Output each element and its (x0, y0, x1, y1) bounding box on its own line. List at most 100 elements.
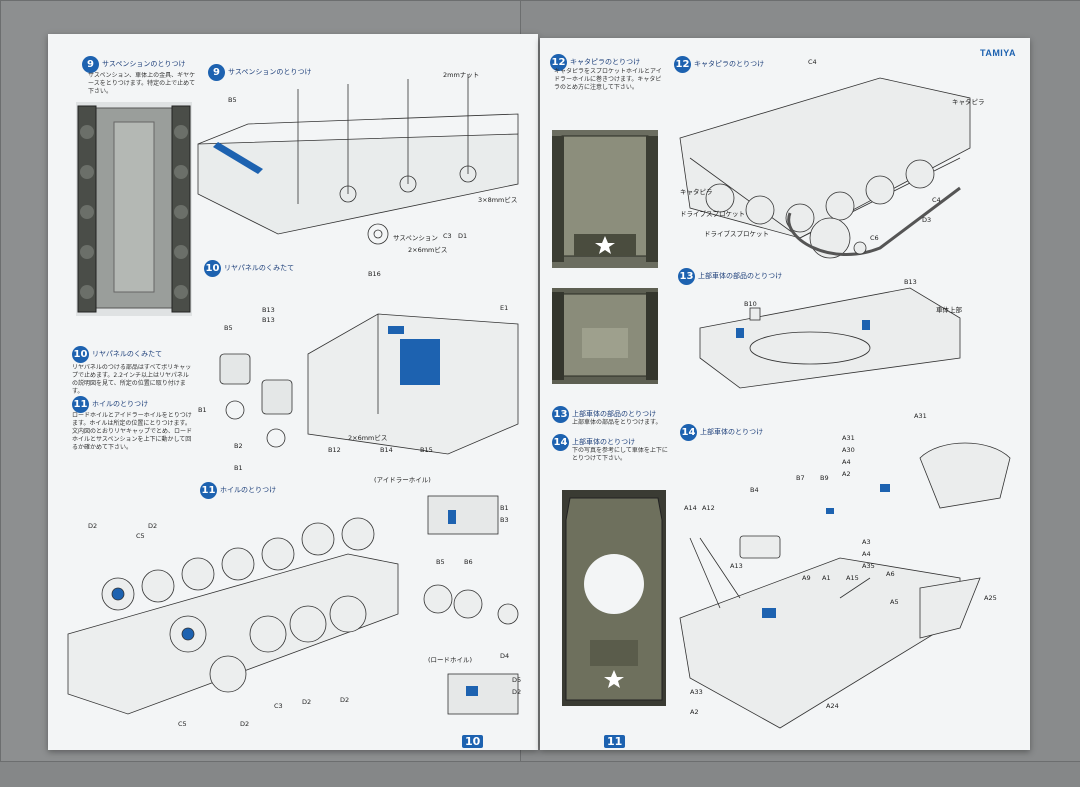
step-title: キャタピラのとりつけ (694, 60, 765, 68)
step-number-badge: 11 (72, 396, 89, 413)
part-label: A13 (730, 562, 743, 570)
part-label: B12 (328, 446, 341, 454)
manual-page-left: 9 サスペンションのとりつけ サスペンション、車体上の金具、ギヤケースをとりつけ… (48, 34, 538, 750)
part-label: B3 (500, 516, 509, 524)
tank-photo-hull-drawing (552, 288, 658, 384)
brand-logo-text: TAMIYA (979, 48, 1016, 58)
highlight-part (466, 686, 478, 696)
part-label: C5 (136, 532, 145, 540)
part-label: 2×6mmビス (348, 434, 388, 442)
part-label: A35 (862, 562, 875, 570)
part-label: A31 (914, 412, 927, 420)
step-number-badge: 11 (200, 482, 217, 499)
part-label: A30 (842, 446, 855, 454)
part-label: A33 (690, 688, 703, 696)
part-label: 2mmナット (443, 71, 480, 79)
step-instructions: 下の写真を参考にして車体を上下にとりつけて下さい。 (572, 447, 668, 462)
turret-ring (584, 554, 644, 614)
step-instructions: サスペンション、車体上の金具、ギヤケースをとりつけます。特定の上で止めて下さい。 (88, 72, 196, 95)
step-title: 上部車体のとりつけ (572, 438, 636, 446)
step-number-badge: 9 (208, 64, 225, 81)
step-number-badge: 10 (72, 346, 89, 363)
step-title: リヤパネルのくみたて (92, 350, 163, 358)
part-label: D2 (512, 688, 522, 696)
step-title: リヤパネルのくみたて (224, 264, 295, 272)
part-label: D2 (302, 698, 312, 706)
step-number-badge: 13 (678, 268, 695, 285)
part-label: C3 (274, 702, 283, 710)
step-instructions: ロードホイルとアイドラーホイルをとりつけます。ホイルは所定の位置にとりつけます。… (72, 412, 192, 451)
hull-plate (113, 121, 155, 293)
part-label: A1 (822, 574, 831, 582)
step-number-badge: 14 (680, 424, 697, 441)
step-number-badge: 13 (552, 406, 569, 423)
page-number: 11 (604, 735, 626, 748)
step-number-badge: 9 (82, 56, 99, 73)
step-title: ホイルのとりつけ (92, 400, 149, 408)
tank-photo-hull (552, 288, 658, 384)
part-label: B6 (464, 558, 473, 566)
star-emblem (595, 236, 615, 254)
part-label: D3 (922, 216, 932, 224)
highlight-part (826, 508, 834, 514)
part-label: (アイドラーホイル) (374, 476, 431, 484)
part-label: B13 (904, 278, 917, 286)
part-label: A2 (842, 470, 851, 478)
part-label: B2 (234, 442, 243, 450)
step-title: 上部車体のとりつけ (700, 428, 764, 436)
part-label: D2 (240, 720, 250, 728)
part-label: B5 (224, 324, 233, 332)
part-label: A31 (842, 434, 855, 442)
part-label: B9 (820, 474, 829, 482)
part-label: A4 (842, 458, 851, 466)
highlight-part (448, 510, 456, 524)
step-title: 上部車体の部品のとりつけ (698, 272, 783, 280)
part-label: A2 (690, 708, 699, 716)
highlight-part (213, 142, 263, 174)
step-instructions: リヤパネルのつける部品はすべてポリキャップで止めます。2.2インチ以上はリヤパネ… (72, 364, 192, 395)
highlight-part (862, 320, 870, 330)
step-number-badge: 10 (204, 260, 221, 277)
part-label: C3 (443, 232, 452, 240)
part-label: B1 (500, 504, 509, 512)
highlight-part (736, 328, 744, 338)
part-label: C6 (870, 234, 879, 242)
tank-photo-rear (552, 130, 658, 268)
part-label: B7 (796, 474, 805, 482)
step-instructions: キャタピラをスプロケットホイルとアイドラーホイルに巻きつけます。キャタピラのとめ… (554, 68, 662, 91)
part-label: 車体上部 (936, 306, 962, 314)
manual-page-right: TAMIYA 12 キャタピラのとりつけ キャタピラをスプロケットホイルとアイド… (540, 38, 1030, 750)
part-label: E1 (500, 304, 509, 312)
part-label: B14 (380, 446, 393, 454)
part-label: B1 (234, 464, 243, 472)
highlight-panel (400, 339, 440, 385)
part-label: D1 (458, 232, 468, 240)
part-label: A4 (862, 550, 871, 558)
star-emblem (604, 670, 624, 688)
part-label: A5 (890, 598, 899, 606)
tank-photo-upper-hull-drawing (562, 490, 666, 706)
part-label: B13 (262, 316, 275, 324)
step-number-badge: 14 (552, 434, 569, 451)
part-label: B4 (750, 486, 759, 494)
road-wheels (80, 125, 188, 299)
part-label: D2 (340, 696, 350, 704)
part-label: C4 (808, 58, 817, 66)
step-title: サスペンションのとりつけ (102, 60, 186, 68)
part-label: ドライブスプロケット (704, 230, 769, 238)
part-label: (ロードホイル) (428, 656, 473, 664)
step-title: キャタピラのとりつけ (570, 58, 641, 66)
part-label: B1 (198, 406, 207, 414)
highlight-part (388, 326, 404, 334)
highlight-part (880, 484, 890, 492)
part-label: ドライブスプロケット (680, 210, 745, 218)
part-label: A24 (826, 702, 839, 710)
part-label: B13 (262, 306, 275, 314)
part-label: B5 (436, 558, 445, 566)
chassis-photo-drawing (77, 105, 191, 313)
part-label: A3 (862, 538, 871, 546)
chassis-photo (76, 102, 192, 316)
part-label: B15 (420, 446, 433, 454)
tank-photo-upper-hull (562, 490, 666, 706)
part-label: 2×6mmビス (408, 246, 448, 254)
